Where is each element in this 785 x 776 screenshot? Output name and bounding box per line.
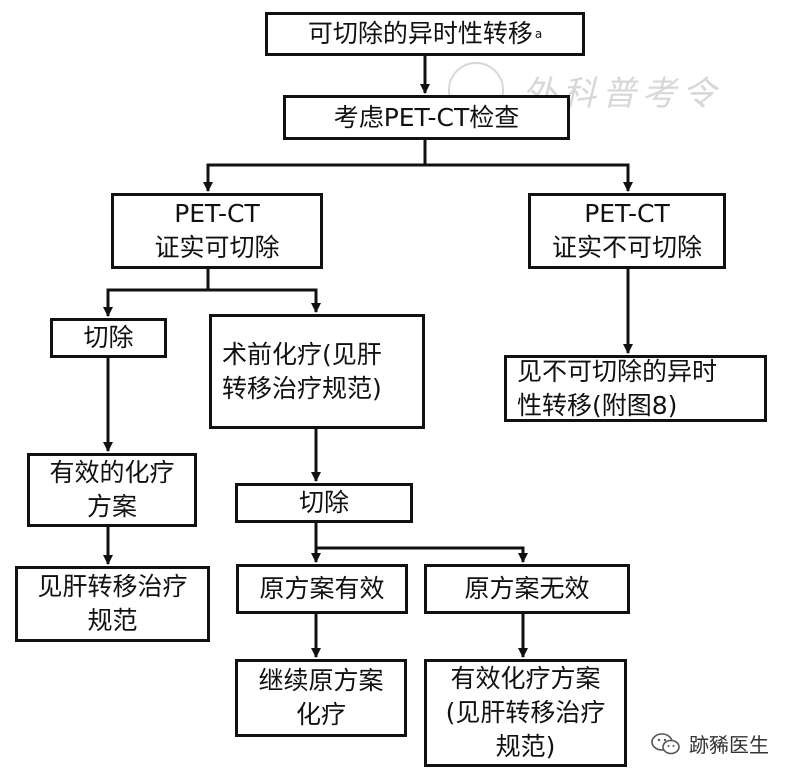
node-label: 原方案有效	[259, 574, 385, 603]
node-pet-ct-unresectable: PET-CT 证实不可切除	[528, 193, 726, 269]
node-label: PET-CT 证实不可切除	[551, 199, 702, 262]
account-footer: 跡豨医生	[651, 729, 769, 758]
node-label: 考虑PET-CT检查	[333, 102, 520, 132]
edge-n3-n5	[103, 268, 210, 317]
account-name: 跡豨医生	[689, 733, 769, 757]
node-regimen-ineffective: 原方案无效	[424, 564, 630, 614]
node-consider-pet-ct: 考虑PET-CT检查	[283, 95, 570, 140]
node-label: 切除	[83, 323, 134, 352]
node-regimen-effective: 原方案有效	[236, 564, 408, 614]
node-label: 有效的化疗 方案	[49, 458, 175, 521]
node-label: 有效化疗方案 (见肝转移治疗 规范)	[445, 664, 606, 761]
edge-n2-n4	[425, 163, 633, 192]
node-resection-center: 切除	[235, 483, 413, 523]
node-pet-ct-resectable: PET-CT 证实可切除	[111, 193, 323, 269]
node-label: 切除	[298, 488, 349, 517]
node-label: 可切除的异时性转移	[307, 19, 533, 48]
node-label: 原方案无效	[464, 574, 590, 603]
edge-n2-split	[203, 140, 427, 192]
edge-n9-n12	[316, 546, 528, 563]
node-label: 见不可切除的异时 性转移(附图8)	[517, 356, 718, 420]
node-continue-regimen: 继续原方案 化疗	[235, 659, 407, 737]
node-label: 见肝转移治疗 规范	[37, 572, 188, 635]
node-label: 继续原方案 化疗	[258, 666, 384, 729]
wechat-icon	[651, 732, 680, 754]
node-label: PET-CT 证实可切除	[154, 199, 280, 262]
node-resection-left: 切除	[50, 318, 167, 358]
edge-n3-n6	[208, 288, 321, 313]
node-preop-chemo: 术前化疗(见肝 转移治疗规范)	[209, 314, 425, 429]
node-effective-chemo-regimen: 有效的化疗 方案	[27, 453, 197, 527]
node-see-unresectable: 见不可切除的异时 性转移(附图8)	[504, 355, 767, 422]
node-see-liver-mets-guideline: 见肝转移治疗 规范	[15, 566, 210, 642]
node-label: 术前化疗(见肝 转移治疗规范)	[222, 339, 382, 403]
node-effective-chemo-see-guideline: 有效化疗方案 (见肝转移治疗 规范)	[424, 659, 627, 767]
